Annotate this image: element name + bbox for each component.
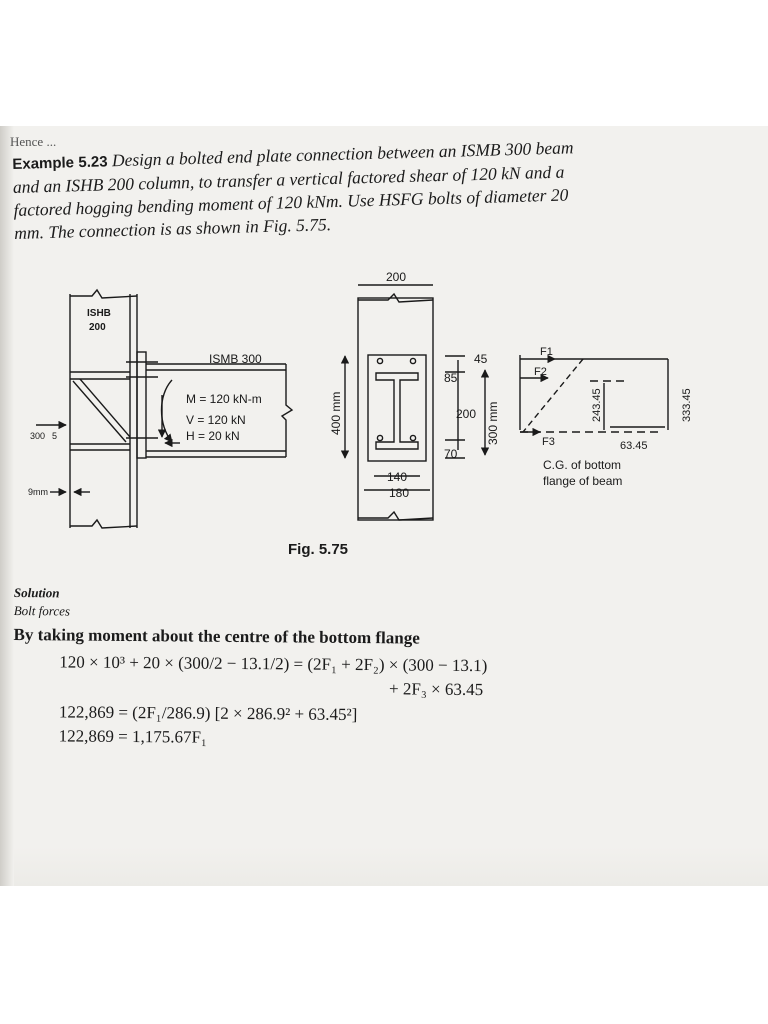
example-label: Example bbox=[12, 154, 75, 173]
plate-width-label: 200 bbox=[386, 270, 406, 284]
force-label: F2 bbox=[534, 366, 547, 378]
bolt-hole bbox=[409, 357, 417, 365]
dim-label: 300 bbox=[30, 431, 45, 441]
dim-label: 5 bbox=[52, 431, 57, 441]
lever-label: 243.45 bbox=[591, 388, 603, 422]
force-label: F1 bbox=[540, 346, 553, 358]
beam-break bbox=[280, 364, 294, 457]
figure-caption: Fig. 5.75 bbox=[288, 541, 349, 558]
edge-label: 45 bbox=[474, 352, 488, 366]
front-plate-inner bbox=[367, 354, 427, 462]
pitch-label: 85 bbox=[444, 371, 458, 385]
front-end-plate bbox=[357, 297, 434, 521]
binding-shadow bbox=[0, 126, 14, 886]
gauge-label: 180 bbox=[389, 486, 409, 500]
equation-line: + 2F₃ × 63.45 bbox=[389, 679, 484, 700]
axial-label: H = 20 kN bbox=[186, 429, 240, 443]
bolt-hole bbox=[376, 357, 384, 365]
example-number: 5.23 bbox=[78, 153, 108, 172]
equation-line: 120 × 10³ + 20 × (300/2 − 13.1/2) = (2F₁… bbox=[59, 652, 488, 676]
force-label: F3 bbox=[542, 436, 555, 448]
lever-label: 63.45 bbox=[620, 440, 648, 452]
force-slope bbox=[522, 358, 584, 433]
diagonal-stiffener bbox=[72, 380, 127, 443]
plate-break-bottom bbox=[358, 510, 434, 521]
column-break-bottom bbox=[70, 518, 138, 529]
diagonal-stiffener bbox=[79, 378, 131, 438]
shear-label: V = 120 kN bbox=[186, 413, 246, 427]
beam-depth-label: 300 mm bbox=[486, 402, 500, 445]
column-break-top bbox=[70, 288, 138, 299]
plate-height-label: 400 mm bbox=[329, 392, 343, 435]
lever-label: 333.45 bbox=[681, 388, 693, 422]
dim-label: 9mm bbox=[28, 487, 48, 497]
moment-label: M = 120 kN-m bbox=[186, 392, 262, 406]
i-section bbox=[375, 372, 419, 450]
connection-figure: ISHB 200 ISMB 300 M = 120 kN-m V = 120 k… bbox=[28, 270, 693, 529]
cut-off-text: Hence ... bbox=[10, 134, 57, 149]
example-statement: Example 5.23 Design a bolted end plate c… bbox=[12, 132, 714, 245]
cg-note: flange of beam bbox=[543, 474, 622, 488]
column-label: 200 bbox=[89, 322, 106, 333]
column-label: ISHB bbox=[87, 308, 111, 319]
edge-label: 70 bbox=[444, 447, 458, 461]
plate-break-top bbox=[358, 292, 434, 303]
pitch-label: 200 bbox=[456, 407, 476, 421]
book-page bbox=[0, 126, 768, 886]
cg-note: C.G. of bottom bbox=[543, 458, 621, 472]
solution-block: Solution Bolt forces By taking moment ab… bbox=[13, 585, 754, 754]
end-plate bbox=[136, 351, 147, 459]
bolt-hole bbox=[409, 434, 417, 442]
gauge-label: 140 bbox=[387, 470, 407, 484]
solution-lead: By taking moment about the centre of the… bbox=[13, 624, 420, 648]
bolt-hole bbox=[376, 434, 384, 442]
beam-label: ISMB 300 bbox=[209, 352, 262, 366]
moment-arc bbox=[160, 379, 173, 443]
